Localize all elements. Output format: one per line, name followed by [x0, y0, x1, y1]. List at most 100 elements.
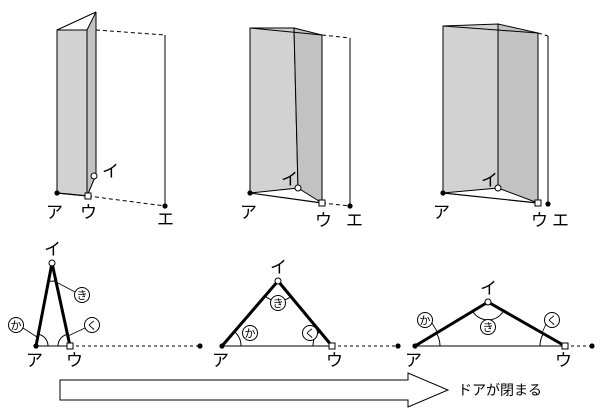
closing-arrow: ドアが閉まる: [59, 372, 542, 408]
floor-dashed-line: [321, 202, 351, 207]
point-end: [395, 343, 401, 349]
point-e: [347, 203, 353, 209]
label-u: ウ: [80, 203, 97, 223]
arrow-shape: [59, 372, 450, 408]
point-u: [328, 342, 336, 350]
point-u: [66, 342, 74, 350]
side-a-i: [414, 300, 489, 348]
label-a: ア: [26, 351, 43, 371]
leader-ka: [431, 322, 439, 334]
angle-label-ku: く: [84, 317, 100, 333]
angle-label-ki-text: き: [483, 321, 494, 334]
hidden-top-edge: [321, 34, 351, 39]
angle-arc-ku: [57, 333, 68, 347]
angle-label-ki-text: き: [273, 297, 284, 310]
door-panel-side: [293, 27, 323, 204]
door-3d-figure-3: ア イ ウ エ: [433, 23, 569, 231]
label-i: イ: [102, 162, 119, 182]
point-i: [90, 172, 98, 180]
triangle-figure-2: か き く イ ア ウ: [212, 258, 401, 371]
label-a: ア: [240, 203, 257, 223]
floor-dashed-line: [87, 195, 166, 207]
angle-label-ku: く: [544, 312, 560, 328]
label-e: エ: [346, 211, 363, 231]
label-e: エ: [157, 210, 174, 230]
point-e: [162, 203, 168, 209]
side-i-u: [50, 262, 72, 347]
label-u: ウ: [531, 211, 548, 231]
angle-label-ki: き: [270, 295, 286, 311]
angle-label-ka-text: か: [245, 327, 256, 340]
leader-ku: [67, 327, 86, 337]
leader-ku: [541, 323, 547, 334]
label-u: ウ: [326, 351, 343, 371]
angle-label-ka: か: [417, 312, 433, 328]
point-a: [54, 190, 60, 196]
angle-label-ka: か: [242, 325, 258, 341]
side-i-u: [487, 300, 566, 348]
label-i: イ: [481, 171, 498, 191]
point-a: [33, 343, 39, 349]
angle-label-ku: く: [302, 325, 318, 341]
angle-arc-ka: [435, 332, 441, 347]
label-i: イ: [480, 279, 497, 299]
door-panel-front: [442, 23, 499, 194]
hidden-top-edge: [95, 29, 166, 36]
floor-line: [442, 192, 539, 204]
hidden-top-edge: [537, 32, 549, 37]
door-top-edge: [249, 27, 323, 36]
point-i: [48, 259, 56, 267]
point-u: [534, 199, 542, 207]
point-a: [440, 190, 446, 196]
door-panel-front: [249, 27, 299, 194]
door-top-edge: [442, 25, 539, 34]
angle-arc-ku: [539, 333, 544, 347]
angle-label-ki: き: [480, 319, 496, 335]
angle-arc-ki: [48, 280, 57, 282]
leader-ki: [57, 282, 76, 293]
point-a: [219, 343, 225, 349]
point-u: [561, 342, 569, 350]
point-i: [494, 184, 502, 192]
point-u: [318, 199, 326, 207]
angle-arc-ki: [472, 310, 505, 321]
label-a: ア: [46, 203, 63, 223]
door-top-edge: [56, 11, 97, 31]
door-3d-figure-2: ア イ ウ エ: [240, 27, 363, 231]
point-end: [589, 343, 595, 349]
angle-label-ki: き: [74, 287, 90, 303]
point-i: [294, 184, 302, 192]
side-a-i: [220, 280, 280, 347]
side-a-i: [34, 262, 54, 347]
angle-label-ka: か: [8, 317, 24, 333]
point-i: [484, 298, 492, 306]
leader-ka: [22, 327, 38, 338]
side-i-u: [276, 280, 334, 347]
door-panel-side: [497, 23, 539, 204]
label-a: ア: [212, 351, 229, 371]
label-u: ウ: [66, 351, 83, 371]
angle-label-ku-text: く: [87, 319, 98, 332]
point-a: [412, 343, 418, 349]
angle-label-ku-text: く: [305, 327, 316, 340]
label-i: イ: [44, 240, 61, 260]
angle-arc-ka: [234, 331, 242, 347]
arrow-caption: ドアが閉まる: [458, 383, 542, 399]
label-i: イ: [270, 258, 287, 278]
door-panel-edge: [86, 11, 97, 197]
door-3d-figure-1: ア イ ウ エ: [46, 11, 174, 230]
point-a: [247, 190, 253, 196]
label-u: ウ: [315, 211, 332, 231]
point-end: [197, 343, 203, 349]
angle-label-ka-text: か: [11, 319, 22, 332]
triangle-figure-3: か き く イ ア ウ: [405, 279, 595, 371]
angle-arc-ka: [38, 333, 49, 347]
door-panel-front: [56, 29, 88, 197]
label-i: イ: [281, 170, 298, 190]
label-a: ア: [405, 351, 422, 371]
angle-label-ku-text: く: [547, 314, 558, 327]
label-u: ウ: [555, 351, 572, 371]
floor-line: [56, 192, 89, 197]
angle-label-ka-text: か: [420, 314, 431, 327]
